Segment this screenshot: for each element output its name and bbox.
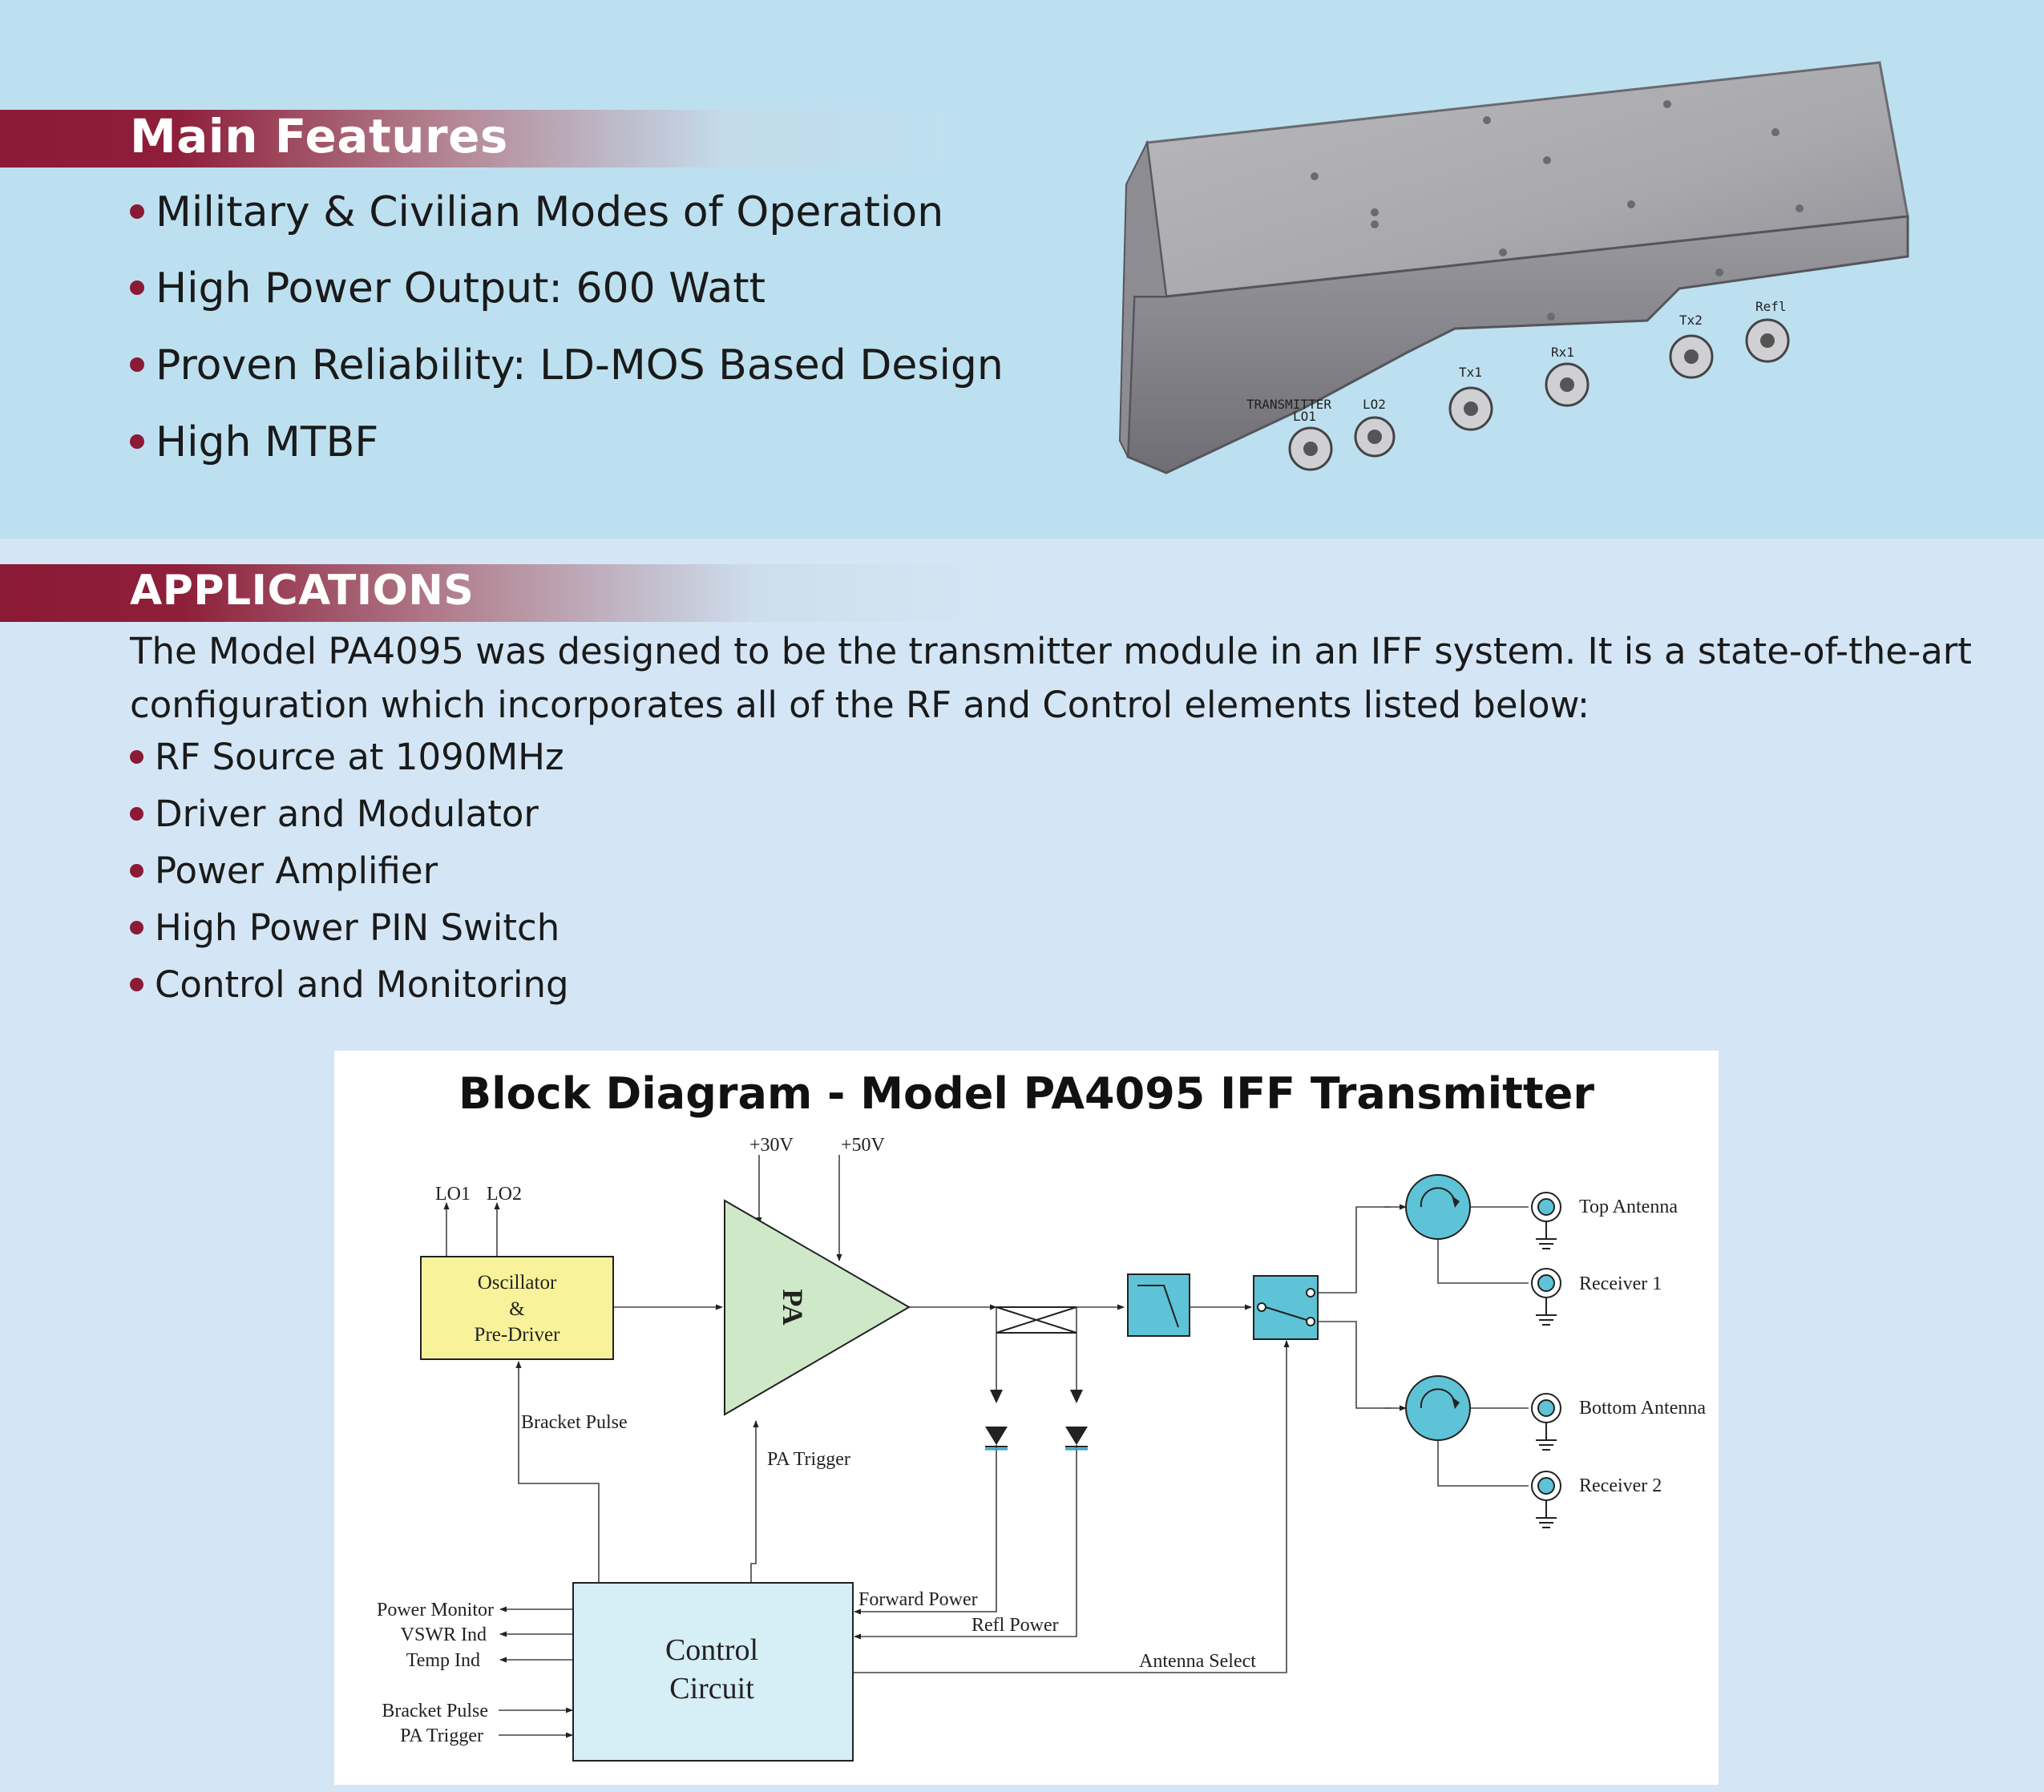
temp-ind-label: Temp Ind bbox=[406, 1650, 480, 1671]
applications-paragraph: The Model PA4095 was designed to be the … bbox=[130, 624, 1973, 732]
forward-detector-diode bbox=[985, 1427, 1008, 1451]
pa-trigger-label: PA Trigger bbox=[767, 1449, 850, 1470]
bullet-icon bbox=[130, 281, 144, 295]
applications-line-1: The Model PA4095 was designed to be the … bbox=[130, 630, 1972, 672]
pa-label: PA bbox=[777, 1289, 809, 1325]
main-features-header-bar bbox=[0, 110, 962, 167]
bullet-icon bbox=[130, 806, 143, 821]
receiver1-label: Receiver 1 bbox=[1579, 1273, 1662, 1294]
feature-item: Proven Reliability: LD-MOS Based Design bbox=[130, 341, 1004, 389]
lowpass-filter bbox=[1127, 1273, 1190, 1337]
osc-label-2: & bbox=[509, 1298, 524, 1320]
supply-30v: +30V bbox=[749, 1135, 794, 1156]
bullet-icon bbox=[130, 204, 144, 219]
bracket-pulse-input-label: Bracket Pulse bbox=[382, 1701, 488, 1721]
control-circuit-block bbox=[572, 1582, 854, 1762]
applications-line-2: configuration which incorporates all of … bbox=[130, 684, 1590, 726]
lo2-label: LO2 bbox=[487, 1184, 522, 1205]
photo-label-tx2: Tx2 bbox=[1679, 313, 1703, 328]
circulator-top bbox=[1405, 1174, 1471, 1240]
applications-header-bar bbox=[0, 564, 1002, 622]
bullet-icon bbox=[130, 357, 144, 372]
photo-label-lo2: LO2 bbox=[1363, 397, 1386, 412]
osc-label-3: Pre-Driver bbox=[475, 1324, 561, 1346]
lo1-label: LO1 bbox=[435, 1184, 471, 1205]
circulator-bottom bbox=[1405, 1375, 1471, 1441]
pa-amplifier bbox=[724, 1199, 911, 1416]
bullet-icon bbox=[130, 920, 143, 934]
application-item: Driver and Modulator bbox=[130, 793, 539, 835]
receiver2-label: Receiver 2 bbox=[1579, 1475, 1662, 1496]
top-antenna-label: Top Antenna bbox=[1579, 1197, 1678, 1217]
bullet-icon bbox=[130, 434, 144, 449]
bullet-icon bbox=[130, 749, 143, 764]
diagram-svg: Oscillator & Pre-Driver PA +30V +50V LO1… bbox=[377, 1135, 1706, 1762]
photo-label-refl: Refl bbox=[1755, 299, 1787, 314]
product-photo: TRANSMITTER LO1 LO2 Tx1 Rx1 Tx2 Refl bbox=[1118, 61, 1909, 474]
photo-label-tx1: Tx1 bbox=[1459, 365, 1482, 380]
photo-label-lo1: LO1 bbox=[1293, 409, 1316, 424]
application-item: RF Source at 1090MHz bbox=[130, 736, 564, 778]
bullet-icon bbox=[130, 977, 143, 991]
feature-item: Military & Civilian Modes of Operation bbox=[130, 188, 943, 236]
diagram-title: Block Diagram - Model PA4095 IFF Transmi… bbox=[458, 1068, 1595, 1119]
feature-item: High Power Output: 600 Watt bbox=[130, 264, 765, 313]
forward-power-label: Forward Power bbox=[858, 1589, 978, 1610]
vswr-ind-label: VSWR Ind bbox=[401, 1625, 487, 1645]
control-label-1: Control bbox=[665, 1633, 758, 1667]
directional-coupler bbox=[996, 1306, 1077, 1334]
application-item: Power Amplifier bbox=[130, 850, 438, 892]
bracket-pulse-label: Bracket Pulse bbox=[521, 1412, 628, 1433]
reflected-detector-diode bbox=[1065, 1427, 1088, 1451]
application-item: High Power PIN Switch bbox=[130, 906, 559, 949]
power-monitor-label: Power Monitor bbox=[377, 1600, 494, 1620]
photo-label-rx1: Rx1 bbox=[1551, 345, 1574, 360]
pa-trigger-input-label: PA Trigger bbox=[400, 1725, 483, 1746]
osc-label-1: Oscillator bbox=[478, 1272, 557, 1294]
photo-label-transmitter: TRANSMITTER bbox=[1246, 397, 1331, 412]
connector-receiver-1 bbox=[1531, 1268, 1561, 1326]
bullet-icon bbox=[130, 863, 143, 878]
feature-item: High MTBF bbox=[130, 418, 378, 466]
refl-power-label: Refl Power bbox=[972, 1615, 1059, 1636]
control-label-2: Circuit bbox=[669, 1672, 754, 1705]
supply-50v: +50V bbox=[841, 1135, 886, 1156]
connector-bottom-antenna bbox=[1531, 1393, 1561, 1451]
antenna-select-label: Antenna Select bbox=[1139, 1651, 1256, 1672]
connector-receiver-2 bbox=[1531, 1471, 1561, 1528]
oscillator-block bbox=[420, 1256, 614, 1360]
bottom-antenna-label: Bottom Antenna bbox=[1579, 1398, 1706, 1419]
main-features-heading: Main Features bbox=[130, 109, 508, 163]
applications-heading: APPLICATIONS bbox=[130, 567, 475, 615]
application-item: Control and Monitoring bbox=[130, 963, 569, 1006]
connector-top-antenna bbox=[1531, 1192, 1561, 1249]
block-diagram: Block Diagram - Model PA4095 IFF Transmi… bbox=[334, 1051, 1719, 1785]
